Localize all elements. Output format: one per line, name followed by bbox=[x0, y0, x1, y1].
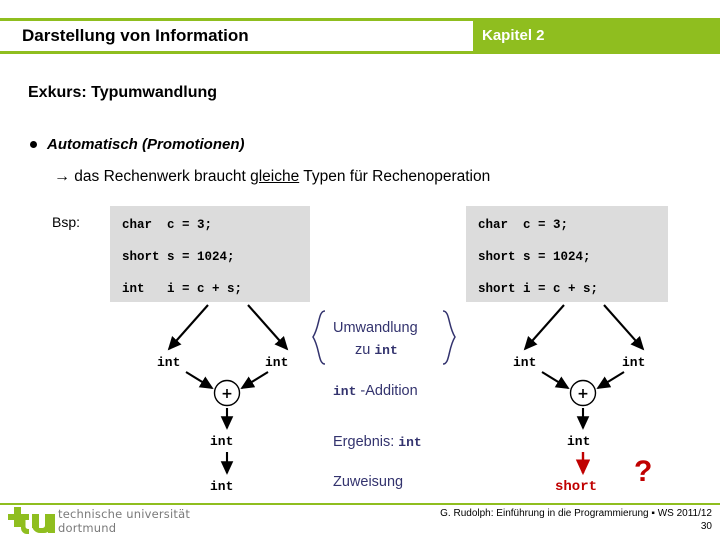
header-title-plate bbox=[0, 21, 473, 51]
question-mark-icon: ? bbox=[634, 455, 653, 488]
type-label-operand-b: int bbox=[265, 355, 289, 370]
tu-logo-line2: dortmund bbox=[58, 520, 117, 535]
footer-credit: G. Rudolph: Einführung in die Programmie… bbox=[440, 508, 712, 519]
chapter-label: Kapitel 2 bbox=[482, 27, 545, 44]
code-line: short s = 1024; bbox=[122, 250, 235, 264]
section-subtitle: Exkurs: Typumwandlung bbox=[28, 84, 218, 101]
annotation-zu-text: zu bbox=[355, 342, 375, 358]
example-label: Bsp: bbox=[52, 214, 81, 230]
code-line: int i = c + s; bbox=[122, 282, 243, 296]
annotation-addition-suffix: -Addition bbox=[356, 383, 418, 399]
explanation-text-after: Typen für Rechenoperation bbox=[299, 168, 491, 185]
type-label-assigned: int bbox=[210, 479, 234, 494]
svg-text:+: + bbox=[577, 386, 589, 402]
right-arrow-icon: → bbox=[54, 168, 70, 185]
bullet-item: Automatisch (Promotionen) bbox=[30, 136, 245, 153]
footer-divider bbox=[0, 503, 720, 505]
annotation-zu-int: zu int bbox=[355, 342, 398, 358]
explanation-emphasis: gleiche bbox=[250, 168, 300, 185]
tu-logo-wordmark: technische universität dortmund bbox=[58, 507, 191, 535]
type-label-operand-b-right: int bbox=[622, 355, 646, 370]
explanation-line: → das Rechenwerk braucht gleiche Typen f… bbox=[54, 168, 490, 186]
tu-logo-line1: technische universität bbox=[58, 507, 191, 521]
type-label-operand-a-right: int bbox=[513, 355, 537, 370]
tu-dortmund-logo-icon bbox=[8, 507, 55, 534]
code-line: char c = 3; bbox=[122, 218, 213, 232]
annotation-ergebnis-prefix: Ergebnis: bbox=[333, 434, 399, 450]
code-line: short i = c + s; bbox=[478, 282, 599, 296]
code-line: short s = 1024; bbox=[478, 250, 591, 264]
annotation-umwandlung: Umwandlung bbox=[333, 320, 418, 336]
annotation-zuweisung: Zuweisung bbox=[333, 474, 404, 490]
svg-text:+: + bbox=[221, 386, 233, 402]
type-label-result: int bbox=[210, 434, 234, 449]
annotation-ergebnis: Ergebnis: int bbox=[333, 434, 422, 450]
type-label-assigned-right: short bbox=[555, 479, 598, 495]
bullet-dot-icon bbox=[30, 141, 37, 148]
explanation-text-before: das Rechenwerk braucht bbox=[70, 168, 251, 185]
code-line: char c = 3; bbox=[478, 218, 569, 232]
annotation-zu-type: int bbox=[374, 343, 398, 358]
brace-left bbox=[312, 310, 326, 365]
annotation-ergebnis-type: int bbox=[398, 435, 422, 450]
brace-right bbox=[442, 310, 456, 365]
code-block-right: char c = 3; short s = 1024; short i = c … bbox=[466, 206, 668, 302]
type-label-result-right: int bbox=[567, 434, 591, 449]
bullet-item-label: Automatisch (Promotionen) bbox=[47, 136, 245, 153]
annotation-addition: int -Addition bbox=[333, 383, 418, 399]
type-label-operand-a: int bbox=[157, 355, 181, 370]
annotation-addition-type: int bbox=[333, 384, 357, 399]
page-number: 30 bbox=[700, 521, 712, 532]
code-block-left: char c = 3; short s = 1024; int i = c + … bbox=[110, 206, 310, 302]
page-title: Darstellung von Information bbox=[22, 26, 249, 45]
